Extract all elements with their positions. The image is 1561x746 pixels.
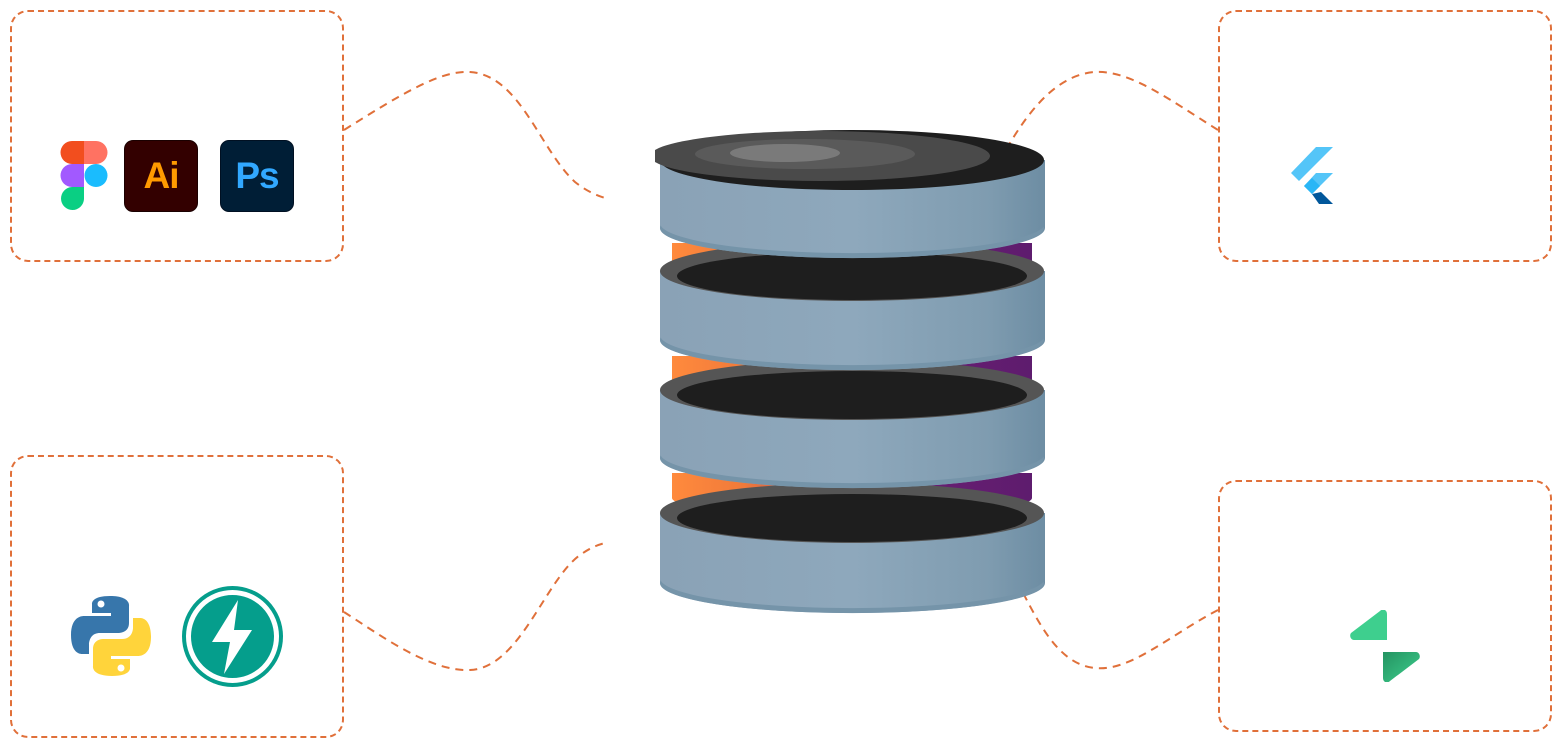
flutter-box [1218,10,1552,262]
illustrator-label: Ai [143,155,180,196]
adobe-photoshop-icon: Ps [220,140,294,212]
adobe-illustrator-icon: Ai [124,140,198,212]
connector-top-left [343,70,606,199]
db-disc-3 [660,360,1045,489]
design-tools-box [10,10,344,262]
python-icon [71,596,151,676]
backend-tools-box [10,455,344,738]
supabase-box [1218,480,1552,732]
fastapi-icon [182,586,283,687]
db-disc-2 [660,241,1045,371]
photoshop-label: Ps [235,155,279,196]
database-icon [655,130,1045,614]
db-disc-4 [660,483,1045,614]
connector-bottom-left [343,542,606,672]
db-disc-1 [655,130,1045,259]
flutter-icon [1291,147,1333,204]
figma-icon [60,141,108,210]
supabase-icon [1350,610,1420,682]
